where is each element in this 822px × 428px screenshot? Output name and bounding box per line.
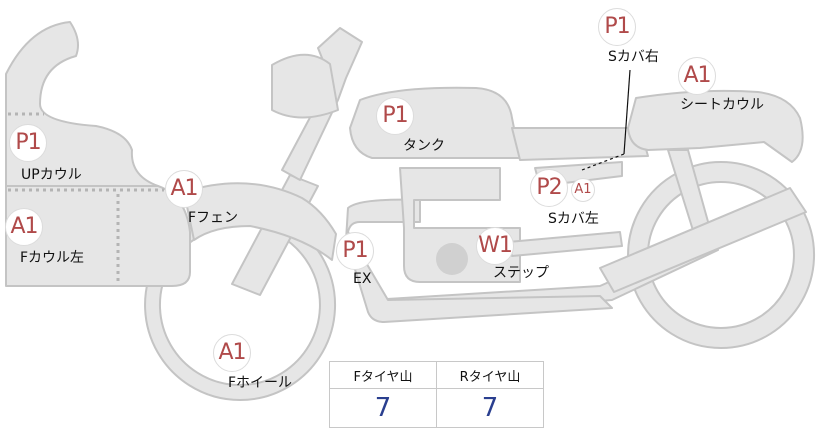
tail-piece-shape (599, 187, 807, 293)
grade-badge-seatcowl: A1 (678, 57, 716, 95)
grade-badge-fcowl-left: A1 (5, 208, 43, 246)
rear-tire-value: 7 (436, 388, 544, 428)
part-label-fwheel: Fホイール (228, 375, 293, 391)
grade-badge-ex: P1 (336, 232, 374, 270)
front-fender-shape (183, 182, 337, 261)
part-label-seatcowl: シートカウル (680, 97, 764, 113)
part-label-scover-left: Sカバ左 (548, 211, 599, 227)
part-label-tank: タンク (403, 138, 445, 154)
rear-tire-header: Rタイヤ山 (436, 361, 544, 389)
frame-rail-shape (511, 127, 649, 161)
engine-cover-shape (436, 243, 468, 275)
grade-badge-ffender: A1 (165, 170, 203, 208)
exhaust-shape (345, 198, 613, 323)
rear-frame-shape (507, 231, 623, 257)
grade-badge-scover-right: P1 (598, 8, 636, 46)
part-label-ffender: Fフェン (188, 210, 239, 226)
grade-badge-scover-left-secondary: A1 (571, 178, 595, 202)
grade-badge-upcowl: P1 (9, 124, 47, 162)
tire-tread-table: Fタイヤ山 Rタイヤ山 7 7 (329, 361, 544, 428)
leader-line-scover-right (623, 69, 631, 155)
grade-badge-step: W1 (476, 227, 514, 265)
front-tire-value: 7 (329, 388, 437, 428)
leader-line-dashed (581, 153, 625, 171)
seat-cowl-shape (627, 89, 804, 163)
grade-badge-fwheel: A1 (213, 334, 251, 372)
grade-badge-tank: P1 (376, 97, 414, 135)
headlight-shape (271, 53, 339, 119)
part-label-scover-right: Sカバ右 (608, 49, 659, 65)
part-label-step: ステップ (493, 265, 549, 281)
grade-badge-scover-left: P2 (530, 169, 568, 207)
part-label-upcowl: UPカウル (21, 167, 82, 183)
front-tire-header: Fタイヤ山 (329, 361, 437, 389)
part-label-ex: EX (353, 271, 372, 287)
part-label-fcowl-left: Fカウル左 (20, 250, 85, 266)
